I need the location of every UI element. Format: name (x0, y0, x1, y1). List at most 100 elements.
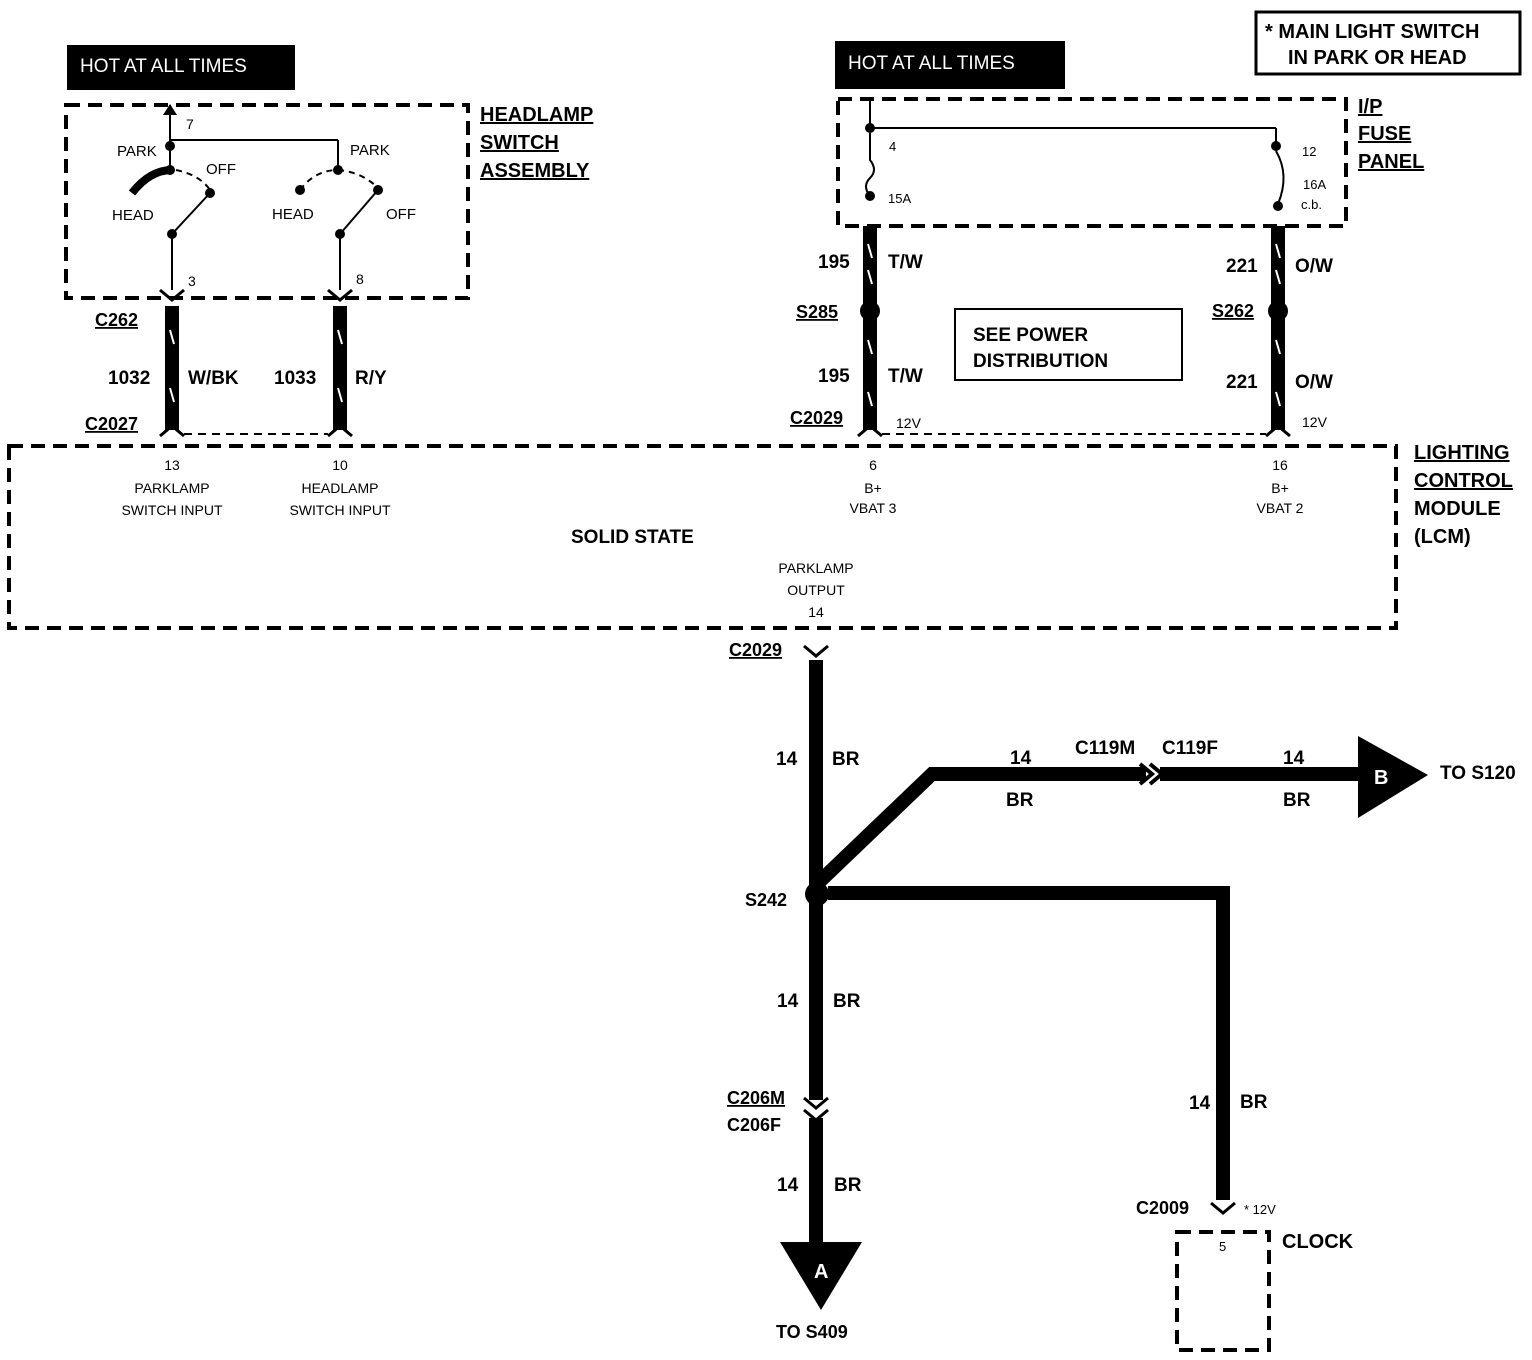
lcm-pin-10-line1: HEADLAMP (301, 480, 378, 496)
wire-195-bot-circuit: 195 (818, 366, 850, 387)
fuse-b-rating: 16A (1303, 177, 1326, 192)
wire-1032-color: W/BK (188, 368, 239, 389)
connector-c2027: C2027 (85, 414, 138, 434)
lcm-pin-10: 10 (332, 457, 348, 473)
wire-14-down2-color: BR (834, 1175, 862, 1196)
fuse-b-pin: 12 (1302, 144, 1316, 159)
lcm-title-2: CONTROL (1414, 470, 1513, 492)
headlamp-switch-title-2: SWITCH (480, 132, 559, 154)
hot-box-right: HOT AT ALL TIMES (835, 41, 1065, 89)
connector-c2009: C2009 (1136, 1198, 1189, 1218)
connector-c206f: C206F (727, 1115, 781, 1135)
fuse-b-type: c.b. (1301, 197, 1322, 212)
wire-221-top-color: O/W (1295, 256, 1333, 277)
connector-c2029-top: C2029 (790, 408, 843, 428)
lcm-output-line1: PARKLAMP (778, 560, 853, 576)
lcm-title-4: (LCM) (1414, 526, 1471, 548)
splice-s285: S285 (796, 302, 838, 322)
lighting-control-module: LIGHTING CONTROL MODULE (LCM) 13 PARKLAM… (7, 442, 1513, 630)
right-switch-off: OFF (386, 206, 416, 223)
connector-c262: C262 (95, 310, 138, 330)
headlamp-switch-assembly: HEADLAMP SWITCH ASSEMBLY 7 PARK OFF HEAD… (64, 103, 593, 300)
lcm-pin-13-line1: PARKLAMP (134, 480, 209, 496)
destination-a-letter: A (814, 1261, 828, 1283)
headlamp-switch-title-1: HEADLAMP (480, 104, 593, 126)
wire-14-right-circuit: 14 (1283, 748, 1305, 769)
wire-14-trunk-circuit: 14 (776, 749, 798, 770)
wire-14-clock-color: BR (1240, 1092, 1268, 1113)
destination-b-letter: B (1374, 767, 1388, 789)
headlamp-switch-title-3: ASSEMBLY (480, 160, 590, 182)
power-feed-wires: 195 T/W S285 195 T/W C2029 12V 221 O/W S… (790, 226, 1333, 438)
lcm-pin-6-line1: B+ (864, 480, 882, 496)
splice-s242-dot (805, 882, 829, 906)
splice-s262: S262 (1212, 301, 1254, 321)
connector-c2029-out: C2029 (729, 640, 782, 660)
clock-component: 5 CLOCK (1175, 1230, 1354, 1352)
left-switch-off: OFF (206, 161, 236, 178)
wire-221-bot-color: O/W (1295, 372, 1333, 393)
wire-14-down1-color: BR (833, 991, 861, 1012)
wire-1033-circuit: 1033 (274, 368, 316, 389)
fuse-panel-title-3: PANEL (1358, 151, 1424, 173)
lcm-pin-13-line2: SWITCH INPUT (121, 502, 223, 518)
note-line-2: IN PARK OR HEAD (1288, 47, 1467, 69)
fuse-a-pin: 4 (889, 139, 896, 154)
wire-14-left-color: BR (1006, 790, 1034, 811)
voltage-clock: * 12V (1244, 1202, 1276, 1217)
note-line-1: * MAIN LIGHT SWITCH (1265, 21, 1479, 43)
destination-a-arrow: A (780, 1242, 862, 1310)
voltage-221: 12V (1302, 414, 1328, 430)
destination-b-label: TO S120 (1440, 763, 1516, 784)
fuse-panel-title-1: I/P (1358, 96, 1382, 118)
wire-14-trunk-color: BR (832, 749, 860, 770)
hot-box-right-label: HOT AT ALL TIMES (848, 53, 1015, 74)
lcm-solid-state: SOLID STATE (571, 527, 694, 548)
fuse-panel-title-2: FUSE (1358, 123, 1411, 145)
lcm-pin-16-line2: VBAT 2 (1257, 500, 1304, 516)
lcm-pin-6: 6 (869, 457, 877, 473)
parklamp-output-circuit: C2029 14 BR 14 BR C119M C119F 14 BR B TO… (727, 640, 1516, 1352)
hot-box-left: HOT AT ALL TIMES (67, 45, 295, 90)
lcm-pin-10-line2: SWITCH INPUT (289, 502, 391, 518)
wire-221-top-circuit: 221 (1226, 256, 1258, 277)
wire-14-right-color: BR (1283, 790, 1311, 811)
lcm-output-pin: 14 (808, 604, 824, 620)
clock-label: CLOCK (1282, 1231, 1354, 1253)
lcm-pin-13: 13 (164, 457, 180, 473)
lcm-pin-16-line1: B+ (1271, 480, 1289, 496)
note-box: * MAIN LIGHT SWITCH IN PARK OR HEAD (1254, 10, 1522, 76)
connector-c119m: C119M (1075, 738, 1135, 759)
splice-s242: S242 (745, 890, 787, 910)
wire-14-left-circuit: 14 (1010, 748, 1032, 769)
wire-14-clock-circuit: 14 (1189, 1093, 1211, 1114)
wire-1033-color: R/Y (355, 368, 387, 389)
destination-a-label: TO S409 (776, 1322, 848, 1342)
ip-fuse-panel: I/P FUSE PANEL 4 15A 12 16A c.b. (836, 96, 1424, 228)
power-note-line-2: DISTRIBUTION (973, 351, 1108, 372)
power-distribution-note: SEE POWER DISTRIBUTION (954, 308, 1183, 381)
connector-c119f: C119F (1162, 738, 1218, 759)
left-switch-park: PARK (117, 143, 157, 160)
clock-pin: 5 (1219, 1239, 1226, 1254)
voltage-195: 12V (896, 415, 922, 431)
wire-195-top-color: T/W (888, 252, 923, 273)
right-switch-head: HEAD (272, 206, 314, 223)
right-switch-park: PARK (350, 142, 390, 159)
headlamp-pin-3: 3 (188, 273, 196, 289)
lcm-pin-16: 16 (1272, 457, 1288, 473)
lcm-pin-6-line2: VBAT 3 (850, 500, 897, 516)
destination-b-arrow: B (1358, 736, 1428, 818)
connector-c206m: C206M (727, 1088, 785, 1108)
wire-221-bot-circuit: 221 (1226, 372, 1258, 393)
switch-to-lcm-wires: C262 1032 W/BK 1033 R/Y C2027 (85, 288, 387, 438)
lcm-title-1: LIGHTING (1414, 442, 1510, 464)
lcm-title-3: MODULE (1414, 498, 1501, 520)
lcm-output-line2: OUTPUT (787, 582, 845, 598)
wire-14-down1-circuit: 14 (777, 991, 799, 1012)
wire-1032-circuit: 1032 (108, 368, 150, 389)
wire-195-top-circuit: 195 (818, 252, 850, 273)
headlamp-pin-7: 7 (186, 116, 194, 132)
power-note-line-1: SEE POWER (973, 325, 1088, 346)
